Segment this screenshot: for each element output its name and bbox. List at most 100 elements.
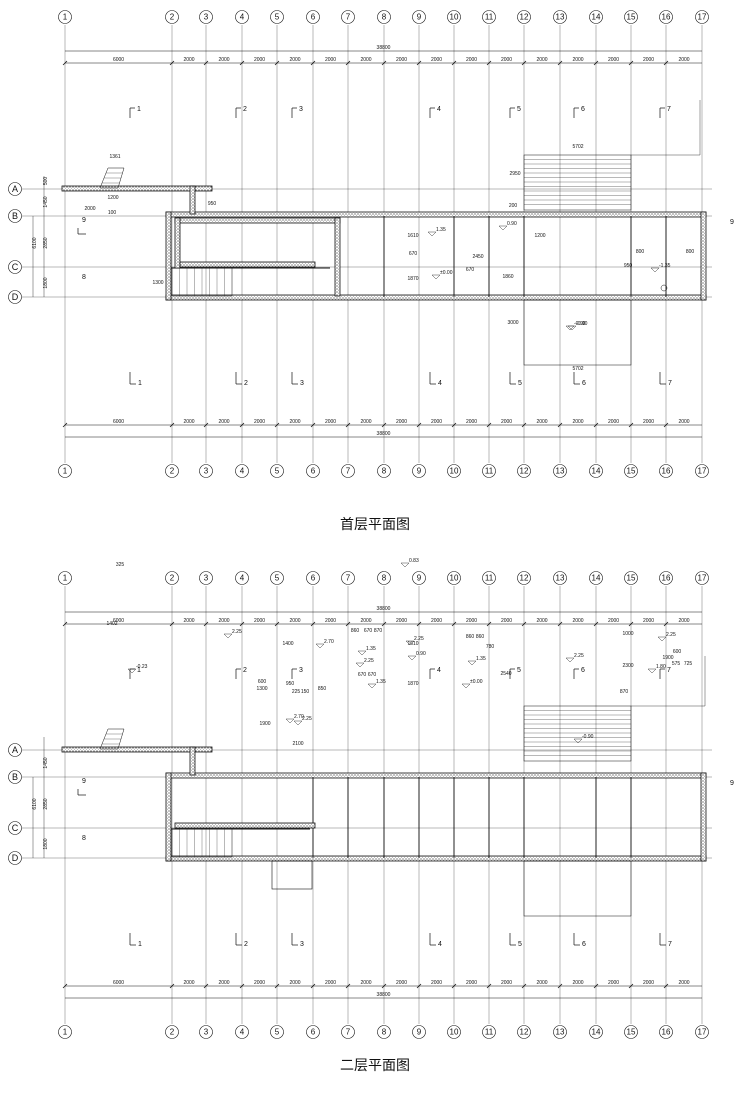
axis-label-bottom: 10 bbox=[450, 467, 459, 476]
level-marker bbox=[657, 636, 667, 642]
level-value: -1.35 bbox=[659, 263, 671, 269]
axis-label-top: 11 bbox=[485, 574, 494, 583]
bay-dim-bottom: 2000 bbox=[431, 980, 442, 986]
level-marker bbox=[405, 640, 415, 646]
north-wall bbox=[165, 772, 707, 779]
dim-tick bbox=[451, 60, 457, 66]
section-label-bottom: 7 bbox=[668, 380, 672, 387]
axis-bubble-top bbox=[341, 571, 355, 585]
dim-tick bbox=[628, 422, 634, 428]
bay-dim-top: 2000 bbox=[608, 57, 619, 63]
level-value: 2.25 bbox=[232, 629, 242, 635]
dim-tick bbox=[486, 422, 492, 428]
axis-label-bottom: 4 bbox=[240, 467, 245, 476]
dim-tick bbox=[274, 983, 280, 989]
overall-dim-bottom: 38800 bbox=[377, 992, 391, 998]
axis-label-top: 1 bbox=[63, 13, 68, 22]
interior-dim: 800 bbox=[686, 249, 695, 255]
interior-dim: 870 bbox=[374, 628, 383, 634]
dim-tick bbox=[557, 422, 563, 428]
bay-dim-bottom: 2000 bbox=[501, 419, 512, 425]
interior-dim: 575 bbox=[672, 661, 681, 667]
section-label-top: 7 bbox=[667, 667, 671, 674]
axis-label-bottom: 11 bbox=[485, 467, 494, 476]
west-wall bbox=[165, 772, 172, 862]
dim-tick bbox=[416, 422, 422, 428]
axis-label-bottom: 17 bbox=[698, 467, 707, 476]
row-axis-label: C bbox=[12, 262, 19, 272]
interior-stair bbox=[171, 828, 233, 858]
section-label-bottom: 4 bbox=[438, 380, 442, 387]
level-marker bbox=[367, 683, 377, 689]
section-label-top: 7 bbox=[667, 106, 671, 113]
axis-bubble-top bbox=[553, 10, 567, 24]
left-dim: 1450 bbox=[43, 196, 49, 207]
grid-mark-right: 9 bbox=[730, 219, 734, 226]
axis-label-top: 2 bbox=[170, 574, 175, 583]
section-label-bottom: 1 bbox=[138, 380, 142, 387]
bay-dim-top: 2000 bbox=[431, 57, 442, 63]
section-label-bottom: 5 bbox=[518, 380, 522, 387]
axis-label-top: 12 bbox=[520, 13, 529, 22]
axis-label-top: 5 bbox=[275, 574, 280, 583]
axis-bubble-bottom bbox=[270, 1025, 284, 1039]
level-value: ±0.00 bbox=[470, 679, 483, 685]
section-label-top: 2 bbox=[243, 106, 247, 113]
canopy-post bbox=[189, 185, 196, 215]
section-label-bottom: 6 bbox=[582, 941, 586, 948]
axis-label-bottom: 15 bbox=[627, 467, 636, 476]
axis-label-top: 2 bbox=[170, 13, 175, 22]
axis-bubble-bottom bbox=[695, 464, 709, 478]
interior-dim: 2950 bbox=[509, 171, 520, 177]
axis-label-bottom: 17 bbox=[698, 1028, 707, 1037]
axis-bubble-bottom bbox=[624, 464, 638, 478]
section-label-bottom: 4 bbox=[438, 941, 442, 948]
dim-tick bbox=[663, 621, 669, 627]
axis-bubble-bottom bbox=[447, 464, 461, 478]
dim-tick bbox=[628, 60, 634, 66]
bay-dim-bottom: 2000 bbox=[536, 419, 547, 425]
level-value: -0.23 bbox=[136, 664, 148, 670]
bay-dim-bottom: 2000 bbox=[608, 980, 619, 986]
axis-label-top: 13 bbox=[556, 574, 565, 583]
bay-dim-bottom: 2000 bbox=[643, 419, 654, 425]
interior-dim: 200 bbox=[509, 203, 518, 209]
axis-bubble-bottom bbox=[270, 464, 284, 478]
dim-tick bbox=[451, 621, 457, 627]
axis-bubble-top bbox=[659, 10, 673, 24]
section-label-top: 2 bbox=[243, 667, 247, 674]
dim-tick bbox=[663, 60, 669, 66]
dim-tick bbox=[628, 621, 634, 627]
section-label-top: 4 bbox=[437, 667, 441, 674]
axis-bubble-top bbox=[517, 571, 531, 585]
dim-tick bbox=[521, 60, 527, 66]
bay-dim-top: 2000 bbox=[254, 57, 265, 63]
axis-bubble-bottom bbox=[695, 1025, 709, 1039]
left-dim: 6100 bbox=[32, 237, 38, 248]
section-label-top: 1 bbox=[137, 667, 141, 674]
axis-label-top: 12 bbox=[520, 574, 529, 583]
bay-dim-top: 2000 bbox=[501, 618, 512, 624]
interior-dim: 670 bbox=[364, 628, 373, 634]
axis-bubble-top bbox=[447, 10, 461, 24]
axis-label-bottom: 6 bbox=[311, 467, 316, 476]
dim-tick bbox=[62, 983, 68, 989]
bay-dim-top: 2000 bbox=[466, 618, 477, 624]
interior-dim: 1000 bbox=[622, 631, 633, 637]
axis-label-top: 6 bbox=[311, 13, 316, 22]
dim-tick bbox=[239, 621, 245, 627]
bay-dim-bottom: 2000 bbox=[183, 980, 194, 986]
axis-label-top: 14 bbox=[592, 13, 601, 22]
level-value: -0.90 bbox=[574, 321, 586, 327]
axis-label-top: 8 bbox=[382, 13, 387, 22]
axis-bubble-bottom bbox=[58, 1025, 72, 1039]
bay-dim-bottom: 2000 bbox=[360, 980, 371, 986]
axis-bubble-top bbox=[270, 10, 284, 24]
section-label-top: 5 bbox=[517, 667, 521, 674]
axis-label-top: 17 bbox=[698, 574, 707, 583]
level-value: 0.90 bbox=[507, 221, 517, 227]
bay-dim-top: 2000 bbox=[501, 57, 512, 63]
bay-dim-top: 2000 bbox=[678, 618, 689, 624]
axis-label-bottom: 3 bbox=[204, 1028, 209, 1037]
corridor-wall bbox=[174, 822, 316, 829]
